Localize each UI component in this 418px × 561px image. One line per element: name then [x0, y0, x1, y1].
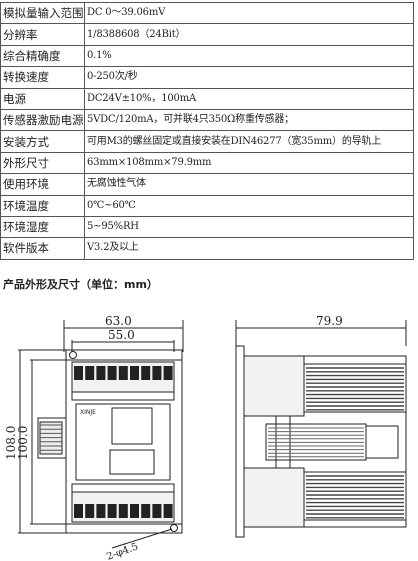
side-cooling-fins	[268, 367, 404, 519]
spec-value: 5~95%RH	[84, 215, 414, 239]
spec-label: 安装方式	[0, 130, 85, 153]
spec-row: 安装方式可用M3的螺丝固定或直接安装在DIN46277（宽35mm）的导轨上	[0, 130, 414, 153]
spec-value: 63mm×108mm×79.9mm	[84, 151, 414, 175]
brand-logo: XINJE	[80, 409, 96, 416]
terminal-screw	[163, 366, 173, 380]
terminal-screw	[107, 366, 117, 380]
spec-label: 环境温度	[0, 194, 85, 217]
section-title: 产品外形及尺寸（单位：mm）	[3, 278, 158, 291]
dimension-drawing: 63.0 55.0 108.0 100.0 2-φ4.5 XINJE 79.9	[4, 314, 407, 561]
front-top-terminals	[74, 366, 173, 380]
terminal-screw	[130, 366, 139, 380]
spec-value: 0℃~60℃	[84, 194, 414, 217]
terminal-screw	[96, 366, 106, 380]
spec-label: 外形尺寸	[0, 151, 85, 175]
terminal-screw	[141, 366, 151, 380]
spec-value: DC24V±10%，100mA	[84, 87, 414, 110]
spec-label: 综合精确度	[0, 44, 85, 68]
spec-label: 电源	[0, 87, 85, 110]
terminal-screw	[152, 366, 162, 380]
terminal-screw	[141, 504, 151, 518]
dim-width-inner: 55.0	[108, 328, 135, 342]
terminal-screw	[85, 366, 95, 380]
front-bottom-terminals	[74, 504, 173, 518]
spec-label: 传感器激励电源	[0, 108, 85, 132]
dim-height-inner: 100.0	[16, 426, 30, 460]
terminal-screw	[130, 504, 139, 518]
spec-label: 模拟量输入范围	[0, 1, 85, 25]
spec-value: V3.2及以上	[84, 237, 414, 260]
spec-value: DC 0～39.06mV	[84, 1, 414, 25]
dim-height-outer: 108.0	[4, 426, 18, 460]
terminal-screw	[152, 504, 162, 518]
spec-value: 0.1%	[84, 44, 414, 68]
spec-label: 分辨率	[0, 23, 85, 46]
spec-label: 软件版本	[0, 237, 85, 260]
terminal-screw	[163, 504, 173, 518]
terminal-screw	[96, 504, 106, 518]
terminal-screw	[74, 504, 83, 518]
din-clip-stripes	[40, 424, 62, 451]
spec-label: 使用环境	[0, 173, 85, 196]
terminal-screw	[118, 366, 128, 380]
terminal-screw	[74, 366, 83, 380]
terminal-screw	[118, 504, 128, 518]
dim-depth: 79.9	[316, 314, 343, 328]
spec-value: 可用M3的螺丝固定或直接安装在DIN46277（宽35mm）的导轨上	[84, 130, 414, 153]
spec-value: 1/8388608（24Bit）	[84, 23, 414, 46]
spec-label: 转换速度	[0, 66, 85, 89]
spec-value: 0-250次/秒	[84, 66, 414, 89]
dim-width-outer: 63.0	[105, 314, 132, 328]
spec-value: 无腐蚀性气体	[84, 173, 414, 196]
spec-row: 使用环境无腐蚀性气体	[0, 173, 414, 196]
terminal-screw	[107, 504, 117, 518]
spec-value: 5VDC/120mA，可并联4只350Ω称重传感器；	[84, 108, 414, 132]
spec-label: 环境湿度	[0, 215, 85, 239]
terminal-screw	[85, 504, 95, 518]
